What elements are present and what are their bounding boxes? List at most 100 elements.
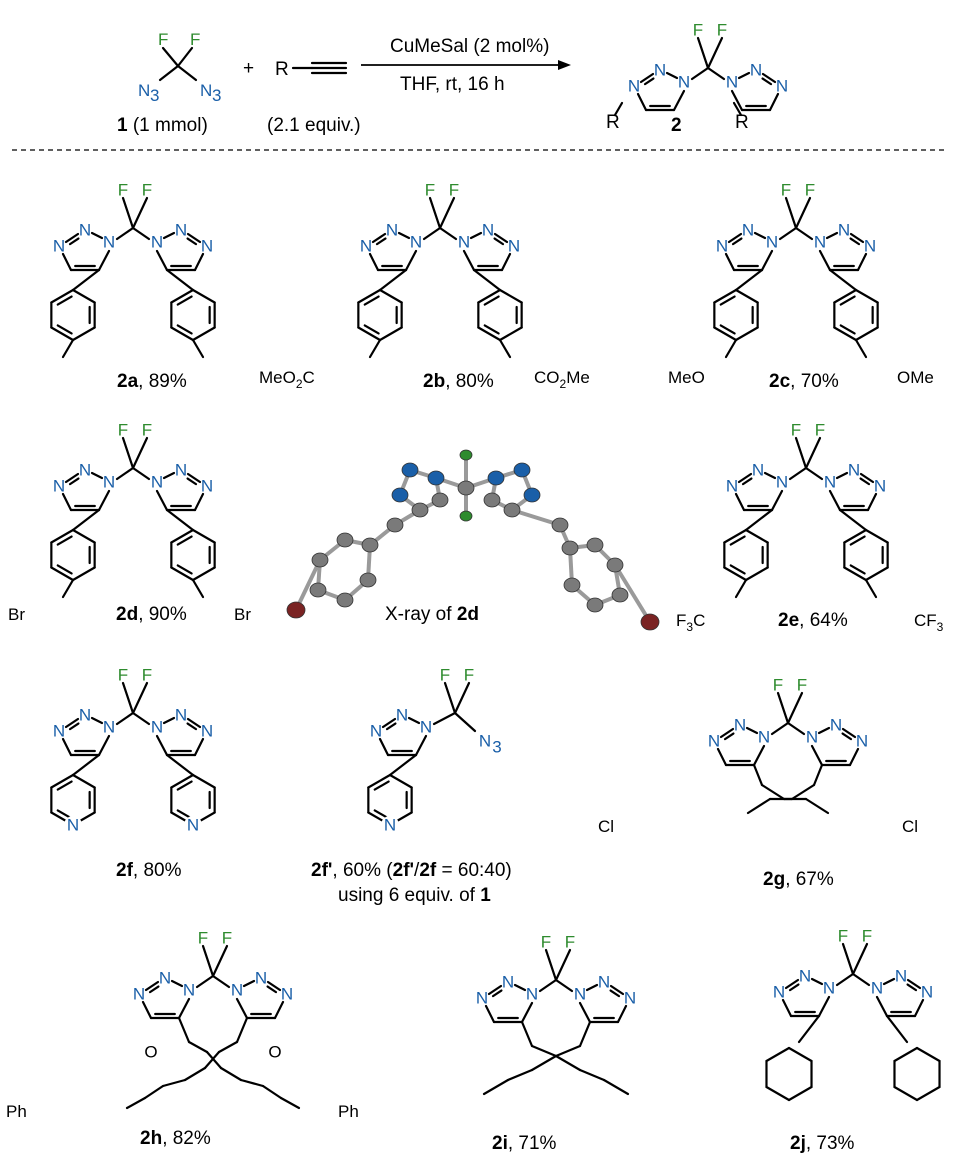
- xray-atom: [586, 597, 604, 613]
- bond: [381, 717, 397, 729]
- nitrogen-label: N: [151, 233, 163, 252]
- bond: [864, 528, 889, 544]
- bond: [161, 1078, 187, 1088]
- bond: [804, 436, 822, 470]
- bond: [729, 564, 746, 575]
- bond: [484, 1004, 496, 1024]
- bond: [211, 974, 231, 989]
- bond: [131, 711, 151, 726]
- bond: [866, 492, 878, 512]
- xray-atom: [336, 592, 354, 608]
- bond: [191, 566, 216, 582]
- bond: [235, 997, 249, 1020]
- bond: [469, 231, 483, 240]
- bond: [578, 1020, 592, 1048]
- compound-2b-label: 2b, 80%: [423, 371, 494, 392]
- ring-n-mask: [184, 816, 202, 834]
- bond: [177, 997, 191, 1020]
- bond: [115, 226, 135, 241]
- nitrogen-label: N: [53, 477, 65, 496]
- ester-left: MeO2C: [259, 368, 315, 391]
- bond: [849, 535, 866, 546]
- bond: [186, 237, 198, 246]
- bond: [835, 972, 855, 987]
- nitrogen-label: N: [103, 473, 115, 492]
- bond: [61, 252, 73, 272]
- bond: [191, 338, 205, 359]
- bond: [71, 566, 96, 582]
- fluorine-label: F: [449, 181, 459, 200]
- cyclohexyl-left: [765, 1046, 813, 1102]
- fluorine-label: F: [862, 927, 872, 946]
- xray-atom: [359, 572, 377, 588]
- aryl-ring-right: [843, 528, 889, 582]
- bond: [784, 978, 800, 990]
- fluorine-label: F: [190, 30, 200, 49]
- bond: [64, 232, 80, 244]
- bond: [211, 944, 229, 978]
- xray-atom: [606, 557, 624, 573]
- nitrogen-label: N: [508, 237, 520, 256]
- conditions-bottom: THF, rt, 16 h: [400, 74, 505, 95]
- bond: [794, 196, 812, 230]
- bond: [64, 472, 80, 484]
- nitrogen-label: N: [814, 233, 826, 252]
- fluorine-label: F: [464, 666, 474, 685]
- bond: [170, 288, 195, 304]
- nitrogen-label: N: [776, 77, 788, 96]
- bond: [235, 1016, 249, 1044]
- plus-sign: +: [243, 58, 254, 79]
- bond: [723, 528, 748, 544]
- xray-bond: [511, 508, 561, 527]
- bond: [443, 681, 457, 715]
- bond: [752, 744, 766, 767]
- nitrogen-label: N: [871, 979, 883, 998]
- phenyl-left: Ph: [6, 1102, 27, 1121]
- bond: [170, 528, 195, 544]
- bond: [97, 489, 111, 512]
- bond: [734, 492, 746, 512]
- bond: [665, 71, 679, 80]
- bond: [817, 726, 831, 735]
- ester-right: CO2Me: [534, 368, 590, 391]
- bond: [477, 288, 502, 304]
- bond: [690, 66, 710, 81]
- fluorine-label: F: [158, 30, 168, 49]
- bond: [414, 734, 428, 757]
- compound-2e-label: 2e, 64%: [778, 610, 848, 631]
- bond: [530, 1044, 558, 1058]
- bond: [170, 773, 195, 789]
- bond: [761, 72, 777, 84]
- bond: [864, 566, 889, 582]
- bond: [50, 528, 75, 544]
- bond: [186, 477, 198, 486]
- azide-subscript: 3: [150, 86, 159, 105]
- bond: [520, 1001, 534, 1024]
- nitrogen-label: N: [708, 732, 720, 751]
- fluorine-label: F: [781, 181, 791, 200]
- conditions-top: CuMeSal (2 mol%): [390, 36, 549, 57]
- ether-oxygen: O: [268, 1043, 281, 1062]
- bond: [776, 691, 790, 725]
- bond: [498, 326, 523, 342]
- bond: [170, 326, 195, 342]
- ether-oxygen: O: [144, 1043, 157, 1062]
- xray-atom: [427, 470, 445, 486]
- nitrogen-label: N: [79, 221, 91, 240]
- bond: [56, 324, 73, 335]
- bond: [734, 268, 764, 292]
- bond: [64, 717, 80, 729]
- chloro-left: Cl: [598, 817, 614, 836]
- bond: [487, 984, 503, 996]
- bond: [849, 564, 866, 575]
- bond: [483, 324, 500, 335]
- bond: [841, 727, 857, 739]
- bond: [810, 744, 824, 767]
- fluorine-label: F: [815, 421, 825, 440]
- bond: [239, 1078, 265, 1088]
- bond: [50, 326, 75, 342]
- bond: [162, 471, 176, 480]
- bond: [56, 780, 73, 791]
